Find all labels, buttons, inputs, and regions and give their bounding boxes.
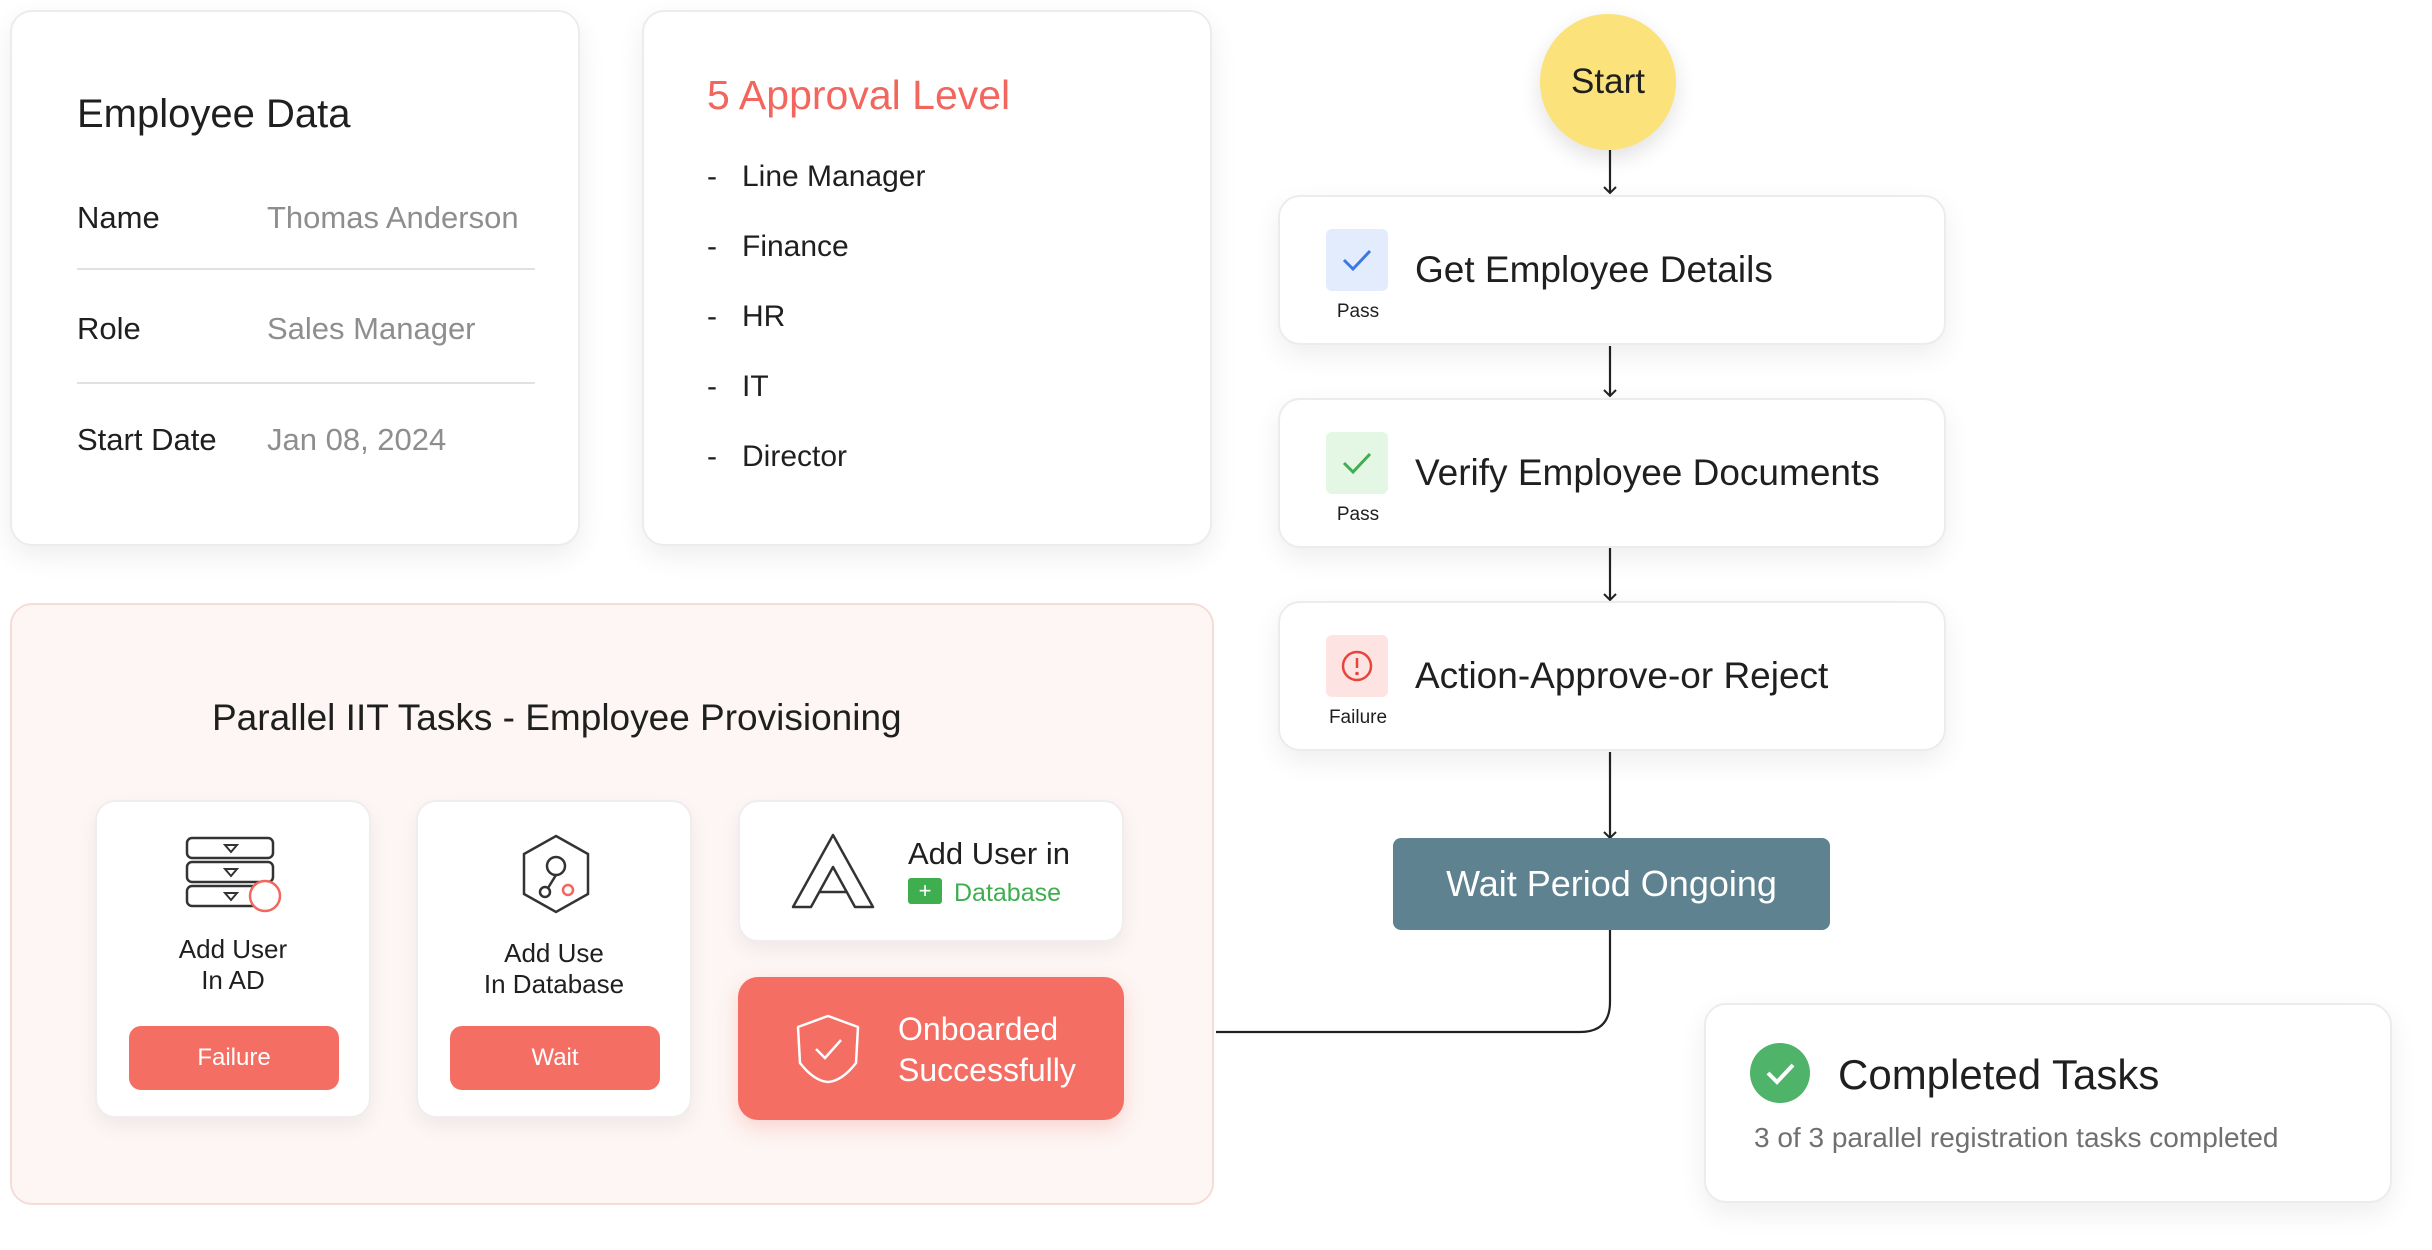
approval-level-title: 5 Approval Level [707, 72, 1011, 118]
task-card-add-user-in-database[interactable]: Add User in + Database [738, 800, 1124, 942]
employee-role-label: Role [77, 311, 141, 346]
onboarded-line1: Onboarded [898, 1011, 1059, 1047]
employee-row-name: Name Thomas Anderson [77, 200, 535, 310]
task-label-line2: In Database [483, 969, 625, 999]
divider [77, 382, 535, 384]
step-title: Action-Approve-or Reject [1415, 655, 1829, 696]
approval-level-card: 5 Approval Level -Line Manager -Finance … [642, 10, 1212, 546]
task-label-line2: In AD [201, 965, 265, 995]
add-user-in-title: Add User in [908, 836, 1070, 871]
completed-tasks-subtitle: 3 of 3 parallel registration tasks compl… [1754, 1122, 2279, 1153]
step-card-verify-employee-documents[interactable]: Pass Verify Employee Documents [1278, 398, 1946, 548]
step-title: Get Employee Details [1415, 249, 1773, 290]
step-card-action-approve-or-reject[interactable]: Failure Action-Approve-or Reject [1278, 601, 1946, 751]
letter-a-logo-icon [791, 833, 875, 909]
completed-tasks-card: Completed Tasks 3 of 3 parallel registra… [1704, 1003, 2392, 1203]
step-status-label: Failure [1328, 707, 1388, 728]
wait-period-box[interactable]: Wait Period Ongoing [1393, 838, 1830, 930]
employee-row-role: Role Sales Manager [77, 311, 535, 421]
alert-icon [1326, 635, 1388, 697]
approval-level-item: -Director [707, 440, 848, 473]
start-node[interactable]: Start [1540, 14, 1676, 150]
database-tag: Database [954, 879, 1062, 907]
task-card-add-user-ad[interactable]: Add User In AD Failure [95, 800, 371, 1118]
approval-level-item: -Finance [707, 230, 849, 263]
failure-status-button[interactable]: Failure [129, 1026, 339, 1090]
wait-to-parallel-connector [1216, 930, 1612, 1034]
shield-check-icon [796, 1014, 860, 1084]
employee-row-start-date: Start Date Jan 08, 2024 [77, 422, 535, 532]
approval-level-item: -Line Manager [707, 160, 926, 193]
employee-role-value: Sales Manager [267, 311, 476, 346]
employee-start-date-value: Jan 08, 2024 [267, 422, 447, 457]
task-label-line1: Add Use [504, 938, 604, 968]
onboarded-line2: Successfully [898, 1052, 1076, 1088]
employee-name-label: Name [77, 200, 160, 235]
employee-name-value: Thomas Anderson [267, 200, 519, 235]
hexagon-user-icon [522, 834, 590, 914]
divider [77, 268, 535, 270]
employee-data-title: Employee Data [77, 92, 351, 136]
task-card-add-user-database[interactable]: Add Use In Database Wait [416, 800, 692, 1118]
employee-data-card: Employee Data Name Thomas Anderson Role … [10, 10, 580, 546]
completed-tasks-title: Completed Tasks [1838, 1051, 2160, 1098]
parallel-tasks-title: Parallel IIT Tasks - Employee Provisioni… [212, 697, 902, 738]
task-label-line1: Add User [178, 934, 288, 964]
step-status-label: Pass [1336, 301, 1380, 322]
onboarded-success-box: Onboarded Successfully [738, 977, 1124, 1120]
plus-icon: + [908, 878, 942, 904]
step-title: Verify Employee Documents [1415, 452, 1880, 493]
step-status-label: Pass [1336, 504, 1380, 525]
check-icon [1326, 432, 1388, 494]
step-card-get-employee-details[interactable]: Pass Get Employee Details [1278, 195, 1946, 345]
approval-level-item: -HR [707, 300, 786, 333]
wait-status-button[interactable]: Wait [450, 1026, 660, 1090]
server-stack-icon [185, 836, 282, 913]
check-icon [1326, 229, 1388, 291]
approval-level-item: -IT [707, 370, 769, 403]
success-check-icon [1750, 1043, 1810, 1103]
employee-start-date-label: Start Date [77, 422, 217, 457]
